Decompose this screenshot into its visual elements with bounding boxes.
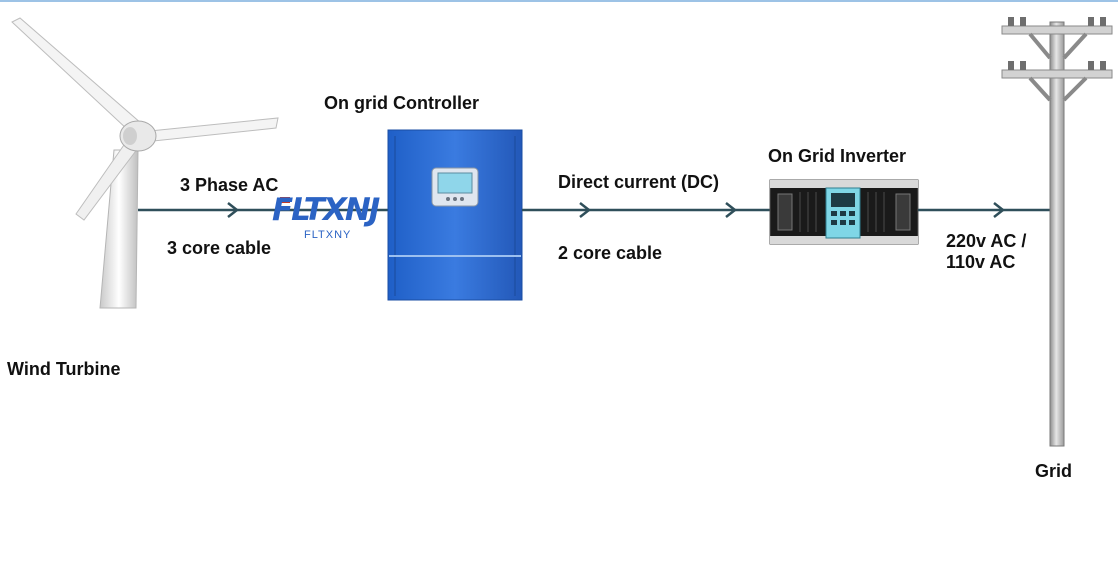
ac-output-label-line1: 220v AC / [946,231,1027,251]
ac-output-label-line2: 110v AC [946,252,1016,272]
inverter-label: On Grid Inverter [768,146,907,166]
logo-text: FLTXNY [304,229,352,241]
two-core-cable-label: 2 core cable [558,243,663,263]
grid-cable-line [918,202,1050,218]
dc-cable-line [522,202,770,218]
top-border-line [0,0,1118,2]
wind-turbine-label: Wind Turbine [7,359,121,379]
controller-icon [387,129,523,301]
ac-cable-line [138,202,388,218]
dc-label: Direct current (DC) [558,172,720,192]
grid-label: Grid [1035,461,1073,481]
three-core-cable-label: 3 core cable [167,238,272,258]
utility-pole-icon [1001,17,1113,447]
wind-turbine-icon [11,17,279,309]
brand-logo: FLTXNJ FLTXNY [270,192,390,244]
logo-mark: FLTXNJ [272,192,380,228]
three-phase-label: 3 Phase AC [180,175,279,195]
inverter-icon [769,179,919,245]
flag-icon [280,197,290,203]
controller-label: On grid Controller [324,93,479,113]
